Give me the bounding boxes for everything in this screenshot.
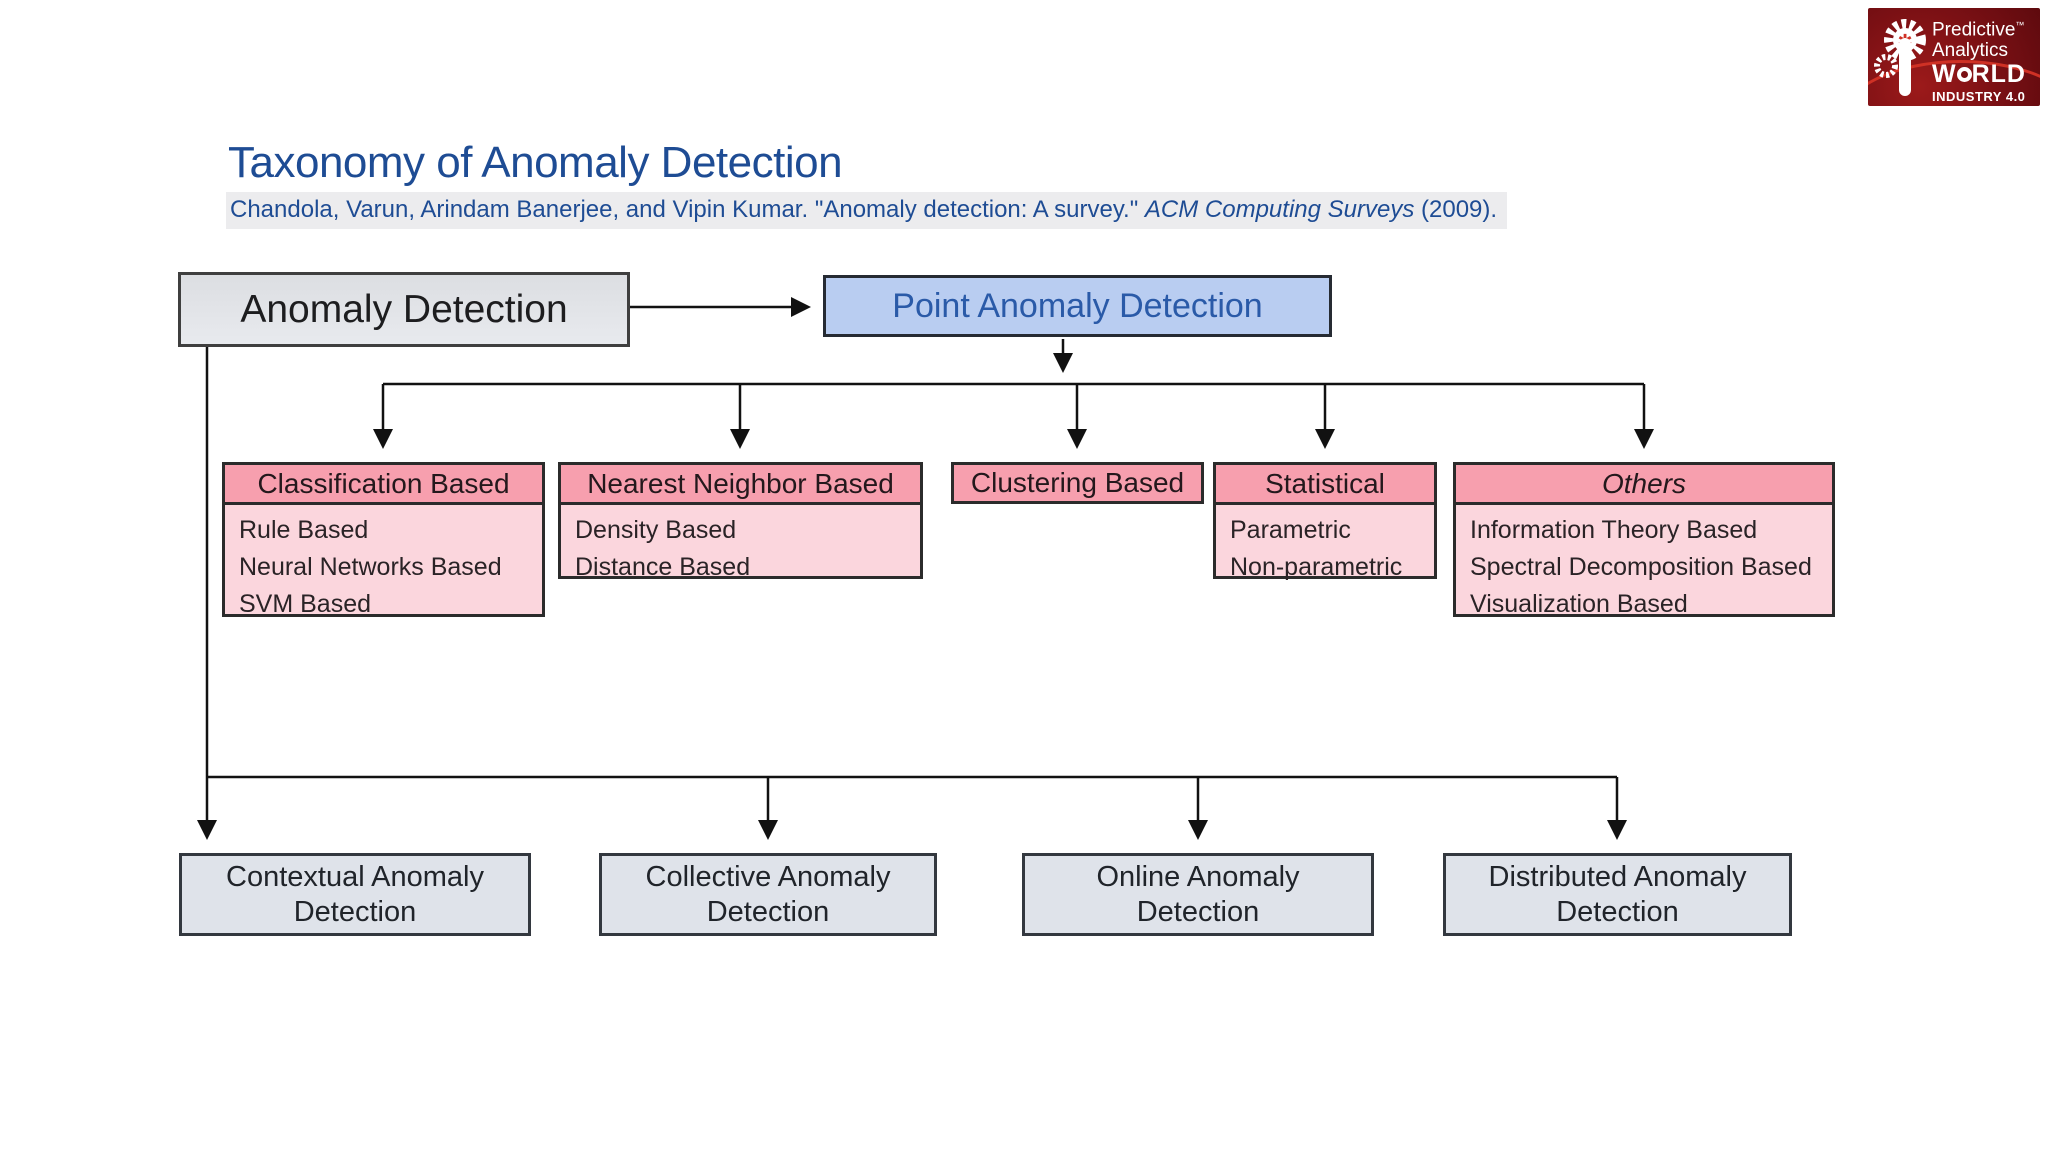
category-items: Parametric Non-parametric — [1216, 505, 1434, 586]
citation-year: (2009). — [1414, 196, 1498, 223]
category-item: Neural Networks Based — [239, 553, 502, 581]
category-item: Visualization Based — [1470, 590, 1688, 618]
gear-p-icon: ✱ — [1874, 19, 1926, 96]
trademark-symbol: ™ — [2015, 20, 2025, 30]
gear-o-icon — [1956, 67, 1972, 83]
logo-arc-decoration — [1868, 60, 2040, 106]
node-contextual-anomaly-detection: Contextual Anomaly Detection — [179, 853, 531, 936]
category-item: Information Theory Based — [1470, 516, 1758, 544]
page-title: Taxonomy of Anomaly Detection — [228, 138, 843, 187]
node-statistical: Statistical Parametric Non-parametric — [1213, 462, 1437, 581]
citation: Chandola, Varun, Arindam Banerjee, and V… — [226, 192, 1508, 229]
node-online-anomaly-detection: Online Anomaly Detection — [1022, 853, 1374, 936]
node-anomaly-detection: Anomaly Detection — [178, 272, 630, 347]
category-item: Spectral Decomposition Based — [1470, 553, 1812, 581]
category-title: Classification Based — [225, 465, 542, 505]
category-item: Rule Based — [239, 516, 369, 544]
node-others: Others Information Theory Based Spectral… — [1453, 462, 1835, 618]
node-collective-anomaly-detection: Collective Anomaly Detection — [599, 853, 937, 936]
logo-line-analytics: Analytics — [1932, 40, 2009, 62]
category-title: Statistical — [1216, 465, 1434, 505]
category-item: Parametric — [1230, 516, 1351, 544]
category-title: Nearest Neighbor Based — [561, 465, 920, 505]
category-items: Rule Based Neural Networks Based SVM Bas… — [225, 505, 542, 623]
node-clustering-based: Clustering Based — [951, 462, 1204, 504]
citation-plain: Chandola, Varun, Arindam Banerjee, and V… — [230, 196, 1145, 223]
category-title: Clustering Based — [954, 465, 1201, 501]
node-distributed-anomaly-detection: Distributed Anomaly Detection — [1443, 853, 1792, 936]
category-title: Others — [1456, 465, 1832, 505]
category-item: SVM Based — [239, 590, 372, 618]
category-item: Non-parametric — [1230, 553, 1403, 581]
logo-line-industry: INDUSTRY 4.0 — [1932, 89, 2026, 105]
category-items: Information Theory Based Spectral Decomp… — [1456, 505, 1832, 623]
category-item: Density Based — [575, 516, 737, 544]
category-items: Density Based Distance Based — [561, 505, 920, 586]
category-item: Distance Based — [575, 553, 751, 581]
node-nearest-neighbor-based: Nearest Neighbor Based Density Based Dis… — [558, 462, 923, 581]
node-point-anomaly-detection: Point Anomaly Detection — [823, 275, 1332, 337]
citation-journal: ACM Computing Surveys — [1144, 196, 1415, 223]
logo-line-predictive: Predictive™ — [1932, 19, 2025, 41]
node-classification-based: Classification Based Rule Based Neural N… — [222, 462, 545, 618]
